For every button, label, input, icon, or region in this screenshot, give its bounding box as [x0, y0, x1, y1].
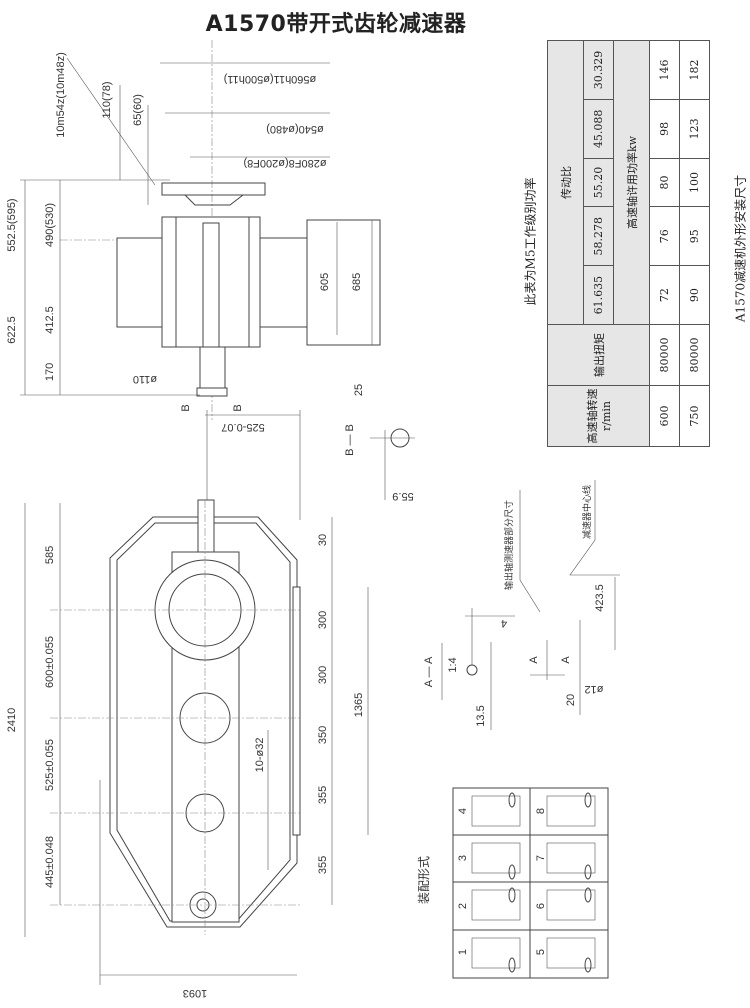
header-power: 高速轴许用功率kw: [613, 40, 650, 325]
dim-holes: 10-ø32: [254, 738, 266, 773]
dim-685: 685: [351, 273, 363, 291]
dim-65: 65(60): [132, 94, 144, 126]
gear-spec: 10m54z(10m48z): [55, 52, 67, 138]
ratio-cell: 61.635: [583, 265, 614, 325]
dim-110: 110(78): [101, 81, 113, 118]
cell-power: 100: [679, 158, 710, 207]
dim-412-5: 412.5: [44, 306, 56, 334]
cell-speed: 600: [649, 385, 680, 447]
cell-power: 95: [679, 206, 710, 266]
cell-power: 98: [649, 99, 680, 159]
dim-355-a: 355: [317, 786, 329, 804]
dim-170: 170: [44, 363, 56, 381]
ratio-cell: 30.329: [583, 40, 614, 100]
ratio-cell: 58.278: [583, 206, 614, 266]
dim-525: 525-0.07: [221, 421, 264, 433]
section-bb: B — B: [344, 424, 356, 456]
cell-power: 90: [679, 265, 710, 325]
cell-power: 182: [679, 40, 710, 100]
detail-view: 输出轴测速器部分尺寸 减速器中心线 423.5 A — A 1:4 13.5 4…: [423, 480, 620, 730]
header-ratio: 传动比: [547, 40, 584, 325]
dim-20: 20: [565, 694, 577, 706]
section-a-right: A: [560, 656, 572, 664]
front-view: 2410 585 600±0.055 525±0.055 445±0.048 3…: [6, 410, 369, 999]
header-speed: 高速轴转速 r/min: [547, 385, 650, 447]
assembly-4: 4: [457, 808, 469, 814]
cell-power: 146: [649, 40, 680, 100]
dim-1365: 1365: [353, 693, 365, 717]
table-caption: 此表为M5工作级别功率: [523, 177, 538, 306]
cell-power: 76: [649, 206, 680, 266]
footer-caption: A1570减速机外形安装尺寸: [733, 174, 748, 323]
dim-phi-12: ø12: [585, 683, 604, 695]
dim-55-9: 55.9: [392, 490, 413, 502]
note-centerline: 减速器中心线: [581, 485, 593, 539]
ratio-cell: 55.20: [583, 158, 614, 207]
cell-power: 80: [649, 158, 680, 207]
section-aa: A — A: [423, 656, 435, 687]
cell-torque: 80000: [649, 324, 680, 386]
section-a-left: A: [528, 656, 540, 664]
dim-25: 25: [353, 384, 365, 396]
dim-350: 350: [317, 726, 329, 744]
dim-355-b: 355: [317, 856, 329, 874]
page-title: A1570带开式齿轮减速器: [205, 12, 467, 37]
header-torque: 输出扭矩: [547, 324, 650, 386]
assembly-1: 1: [457, 949, 469, 955]
assembly-7: 7: [535, 855, 547, 861]
dim-flange-2: ø540(ø480): [266, 123, 323, 135]
dim-605: 605: [319, 273, 331, 291]
cell-speed: 750: [679, 385, 710, 447]
dim-30: 30: [317, 534, 329, 546]
section-b-right: B: [232, 404, 244, 411]
dim-2410: 2410: [6, 708, 18, 732]
dim-585: 585: [44, 546, 56, 564]
power-table: 高速轴转速 r/min 输出扭矩 传动比 61.635 58.278 55.20…: [547, 40, 710, 447]
table-row: 600 80000 72 76 80 98 146: [649, 40, 680, 447]
assembly-5: 5: [535, 949, 547, 955]
cell-power: 123: [679, 99, 710, 159]
table-row: 750 80000 90 95 100 123 182: [679, 40, 710, 447]
dim-525-055: 525±0.055: [44, 739, 56, 791]
dim-300-b: 300: [317, 666, 329, 684]
top-view: 552.5(595) 622.5 490(530) 412.5 170 10m5…: [6, 40, 415, 502]
section-b-left: B: [180, 404, 192, 411]
dim-490: 490(530): [44, 203, 56, 247]
assembly-8: 8: [535, 808, 547, 814]
dim-1093: 1093: [183, 987, 207, 999]
dim-shaft: ø110: [133, 373, 157, 385]
dim-flange-1: ø560h11(ø500h11): [224, 73, 317, 85]
dim-445: 445±0.048: [44, 836, 56, 888]
scale-label: 1:4: [447, 657, 459, 672]
dim-flange-3: ø280F8(ø200F8): [243, 157, 326, 169]
assembly-forms: 装配形式 1 2 3 4 5 6 7 8: [417, 787, 609, 979]
cell-torque: 80000: [679, 324, 710, 386]
assembly-6: 6: [535, 903, 547, 909]
assembly-label: 装配形式: [417, 856, 431, 904]
dim-423-5: 423.5: [594, 584, 606, 612]
dim-622-5: 622.5: [6, 316, 18, 344]
dim-300-a: 300: [317, 611, 329, 629]
ratio-cell: 45.088: [583, 99, 614, 159]
assembly-3: 3: [457, 855, 469, 861]
note-output-shaft: 输出轴测速器部分尺寸: [503, 500, 515, 590]
dim-552-5: 552.5(595): [6, 198, 18, 251]
dim-13-5: 13.5: [475, 705, 487, 726]
assembly-2: 2: [457, 903, 469, 909]
dim-4: 4: [501, 617, 507, 629]
cell-power: 72: [649, 265, 680, 325]
dim-600: 600±0.055: [44, 636, 56, 688]
